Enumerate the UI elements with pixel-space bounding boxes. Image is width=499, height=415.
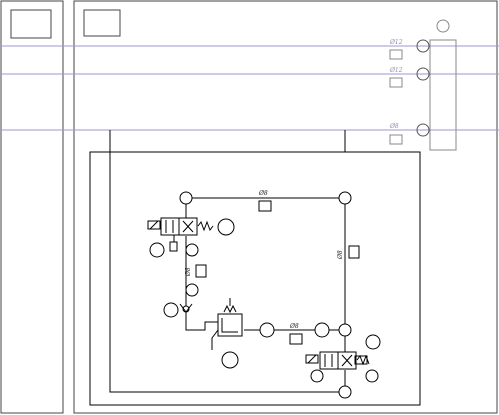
- node-regulator-out: [260, 323, 274, 337]
- supply-tag-1: [390, 50, 402, 59]
- node-valve-top-outlet: [186, 244, 198, 256]
- pipe-tag-left: [196, 265, 206, 277]
- node-regulator-tag: [222, 352, 238, 368]
- node-lower-exhaust-right: [366, 370, 378, 382]
- pressure-switch-path: [222, 318, 238, 332]
- pressure-switch-spring: [224, 306, 236, 312]
- valve-bottom: [306, 352, 369, 369]
- valve-bottom-cell-left: [320, 352, 338, 369]
- supply-label-1: Ø12: [389, 39, 403, 46]
- supply-tag-3: [390, 135, 402, 144]
- pipe-label-left: Ø8: [185, 267, 192, 277]
- manifold-port-circle: [437, 20, 449, 32]
- right-title-box: [84, 10, 120, 36]
- node-lower-left: [315, 323, 329, 337]
- supply-label-2: Ø12: [389, 67, 403, 74]
- valve-bottom-solenoid-slash: [308, 355, 316, 363]
- valve-top-spring: [198, 222, 213, 230]
- supply-tag-2: [390, 78, 402, 87]
- right-frame: [74, 1, 497, 413]
- node-mid-left: [186, 284, 198, 296]
- pressure-switch: [212, 298, 242, 350]
- node-top-left: [180, 192, 192, 204]
- pipe-to-regulator: [186, 312, 218, 330]
- circuit-frame: [90, 152, 420, 405]
- valve-top-silencer: [170, 242, 177, 251]
- drop-lines: [110, 130, 345, 152]
- node-top-right: [339, 192, 351, 204]
- node-valve-top-left-tag: [150, 243, 164, 257]
- pipe-tag-top: [259, 201, 271, 211]
- supply-lines: [0, 46, 499, 130]
- pipe-tag-right: [349, 246, 359, 258]
- left-title-box: [11, 10, 51, 38]
- pipe-label-bottom: Ø8: [289, 323, 299, 330]
- pressure-switch-pilot: [212, 330, 218, 350]
- valve-top-solenoid-slash: [150, 221, 158, 229]
- node-lower-valve-tag: [366, 335, 380, 349]
- node-valve-top-tag: [218, 219, 234, 235]
- node-lower-right: [339, 324, 351, 336]
- pipe-tag-bottom: [290, 334, 302, 344]
- node-lower-exhaust-left: [311, 370, 323, 382]
- node-check-tag: [164, 303, 178, 317]
- valve-top-cell-left: [161, 218, 179, 235]
- manifold-block: [430, 40, 456, 150]
- node-bottom: [339, 386, 351, 398]
- supply-label-3: Ø8: [389, 123, 399, 130]
- pipe-label-top: Ø8: [258, 190, 268, 197]
- pipe-label-right: Ø8: [337, 250, 344, 260]
- left-frame: [1, 1, 63, 413]
- circuit-pipes: [110, 152, 372, 392]
